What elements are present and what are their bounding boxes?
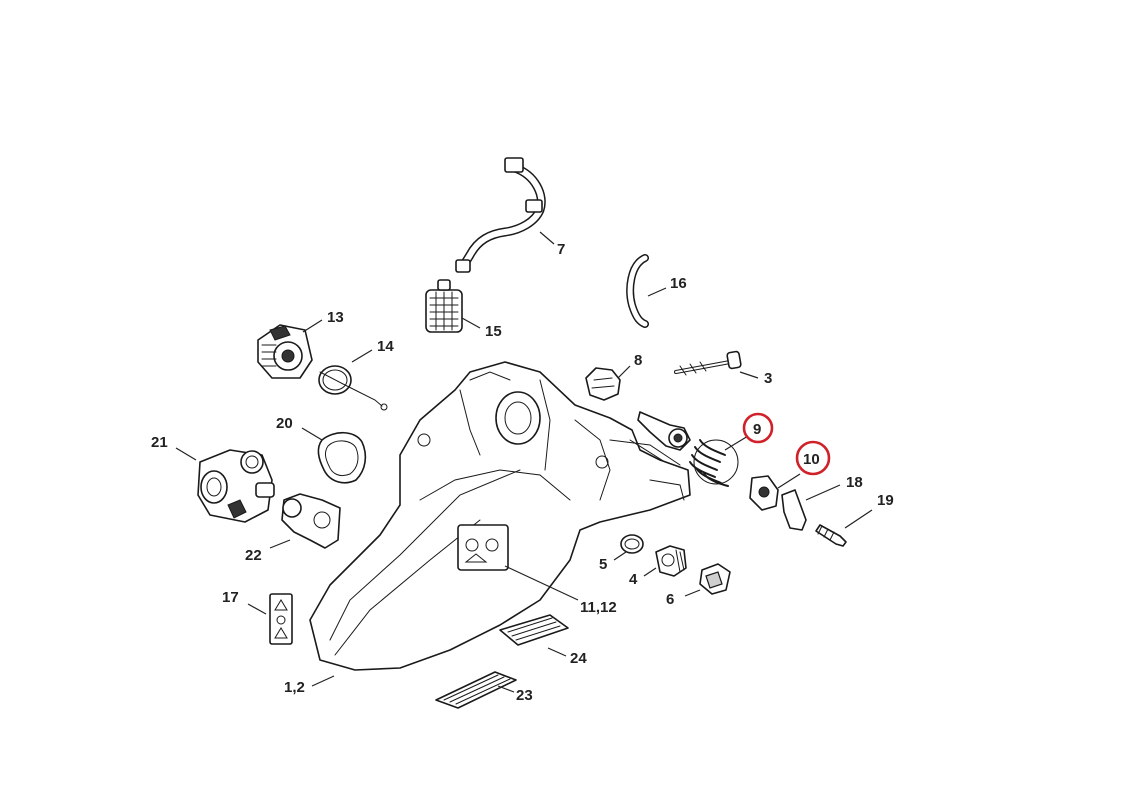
label-17: 17 — [222, 589, 239, 606]
screw-part — [815, 524, 847, 547]
oil-pump-part — [257, 324, 313, 379]
highlight-circle-10 — [795, 440, 831, 476]
cap-part — [749, 475, 779, 511]
carburetor-part — [197, 449, 275, 523]
valve-part — [655, 545, 687, 577]
label-16: 16 — [670, 275, 687, 292]
long-bolt-part — [674, 350, 742, 376]
label-24: 24 — [570, 650, 587, 667]
label-4: 4 — [629, 571, 638, 588]
label-20: 20 — [276, 415, 293, 432]
label-15: 15 — [485, 323, 502, 340]
small-o-ring-part — [620, 534, 644, 554]
sticker-part — [269, 593, 293, 645]
fuel-filter-part — [425, 279, 463, 333]
buffer-part — [585, 367, 621, 401]
hose-part — [626, 254, 649, 328]
fuel-hose-part — [455, 157, 546, 273]
label-19: 19 — [877, 492, 894, 509]
strip-23-part — [435, 671, 517, 709]
leader-lines — [175, 231, 873, 693]
label-7: 7 — [557, 241, 565, 258]
label-22: 22 — [245, 547, 262, 564]
label-5: 5 — [599, 556, 607, 573]
spring-part — [637, 411, 739, 487]
label-21: 21 — [151, 434, 168, 451]
label-18: 18 — [846, 474, 863, 491]
label-6: 6 — [666, 591, 674, 608]
main-housing-part — [309, 361, 691, 671]
strip-24-part — [499, 614, 569, 646]
label-10: 10 — [803, 451, 820, 468]
plate-part — [781, 489, 807, 531]
label-13: 13 — [327, 309, 344, 326]
elbow-part — [281, 493, 341, 549]
label-11-12: 11,12 — [580, 599, 617, 616]
label-8: 8 — [634, 352, 642, 369]
label-23: 23 — [516, 687, 533, 704]
o-ring-part — [318, 365, 388, 411]
label-1-2: 1,2 — [284, 679, 305, 696]
gasket-part — [317, 431, 367, 484]
small-cap-part — [699, 563, 731, 595]
label-9: 9 — [753, 421, 761, 438]
label-3: 3 — [764, 370, 772, 387]
highlight-circle-9 — [742, 412, 774, 444]
label-14: 14 — [377, 338, 394, 355]
